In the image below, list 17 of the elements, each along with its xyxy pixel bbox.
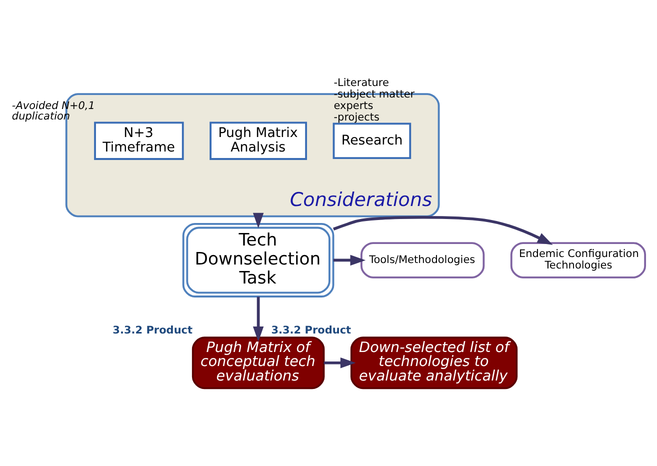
node-label: 3.3.2 Product bbox=[271, 324, 352, 337]
node-box: Endemic Configuration Technologies bbox=[510, 242, 646, 278]
node-box: N+3 Timeframe bbox=[94, 122, 184, 160]
node-label: -Literature bbox=[334, 77, 389, 90]
arrow bbox=[333, 216, 553, 245]
node-box: Pugh Matrix of conceptual tech evaluations bbox=[192, 336, 325, 390]
node-box: Tech Downselection Task bbox=[182, 222, 334, 298]
arrow bbox=[324, 358, 356, 368]
node-label: -projects bbox=[334, 112, 380, 124]
arrow bbox=[252, 296, 264, 342]
node-label: 3.3.2 Product bbox=[112, 324, 193, 337]
node-box: Pugh Matrix Analysis bbox=[210, 122, 308, 160]
node-box: Research bbox=[332, 122, 412, 159]
node-box: Tools/Methodologies bbox=[360, 242, 485, 278]
arrow bbox=[252, 212, 264, 228]
arrow bbox=[333, 254, 366, 266]
node-box: Down-selected list of technologies to evaluate analytically bbox=[350, 336, 518, 390]
